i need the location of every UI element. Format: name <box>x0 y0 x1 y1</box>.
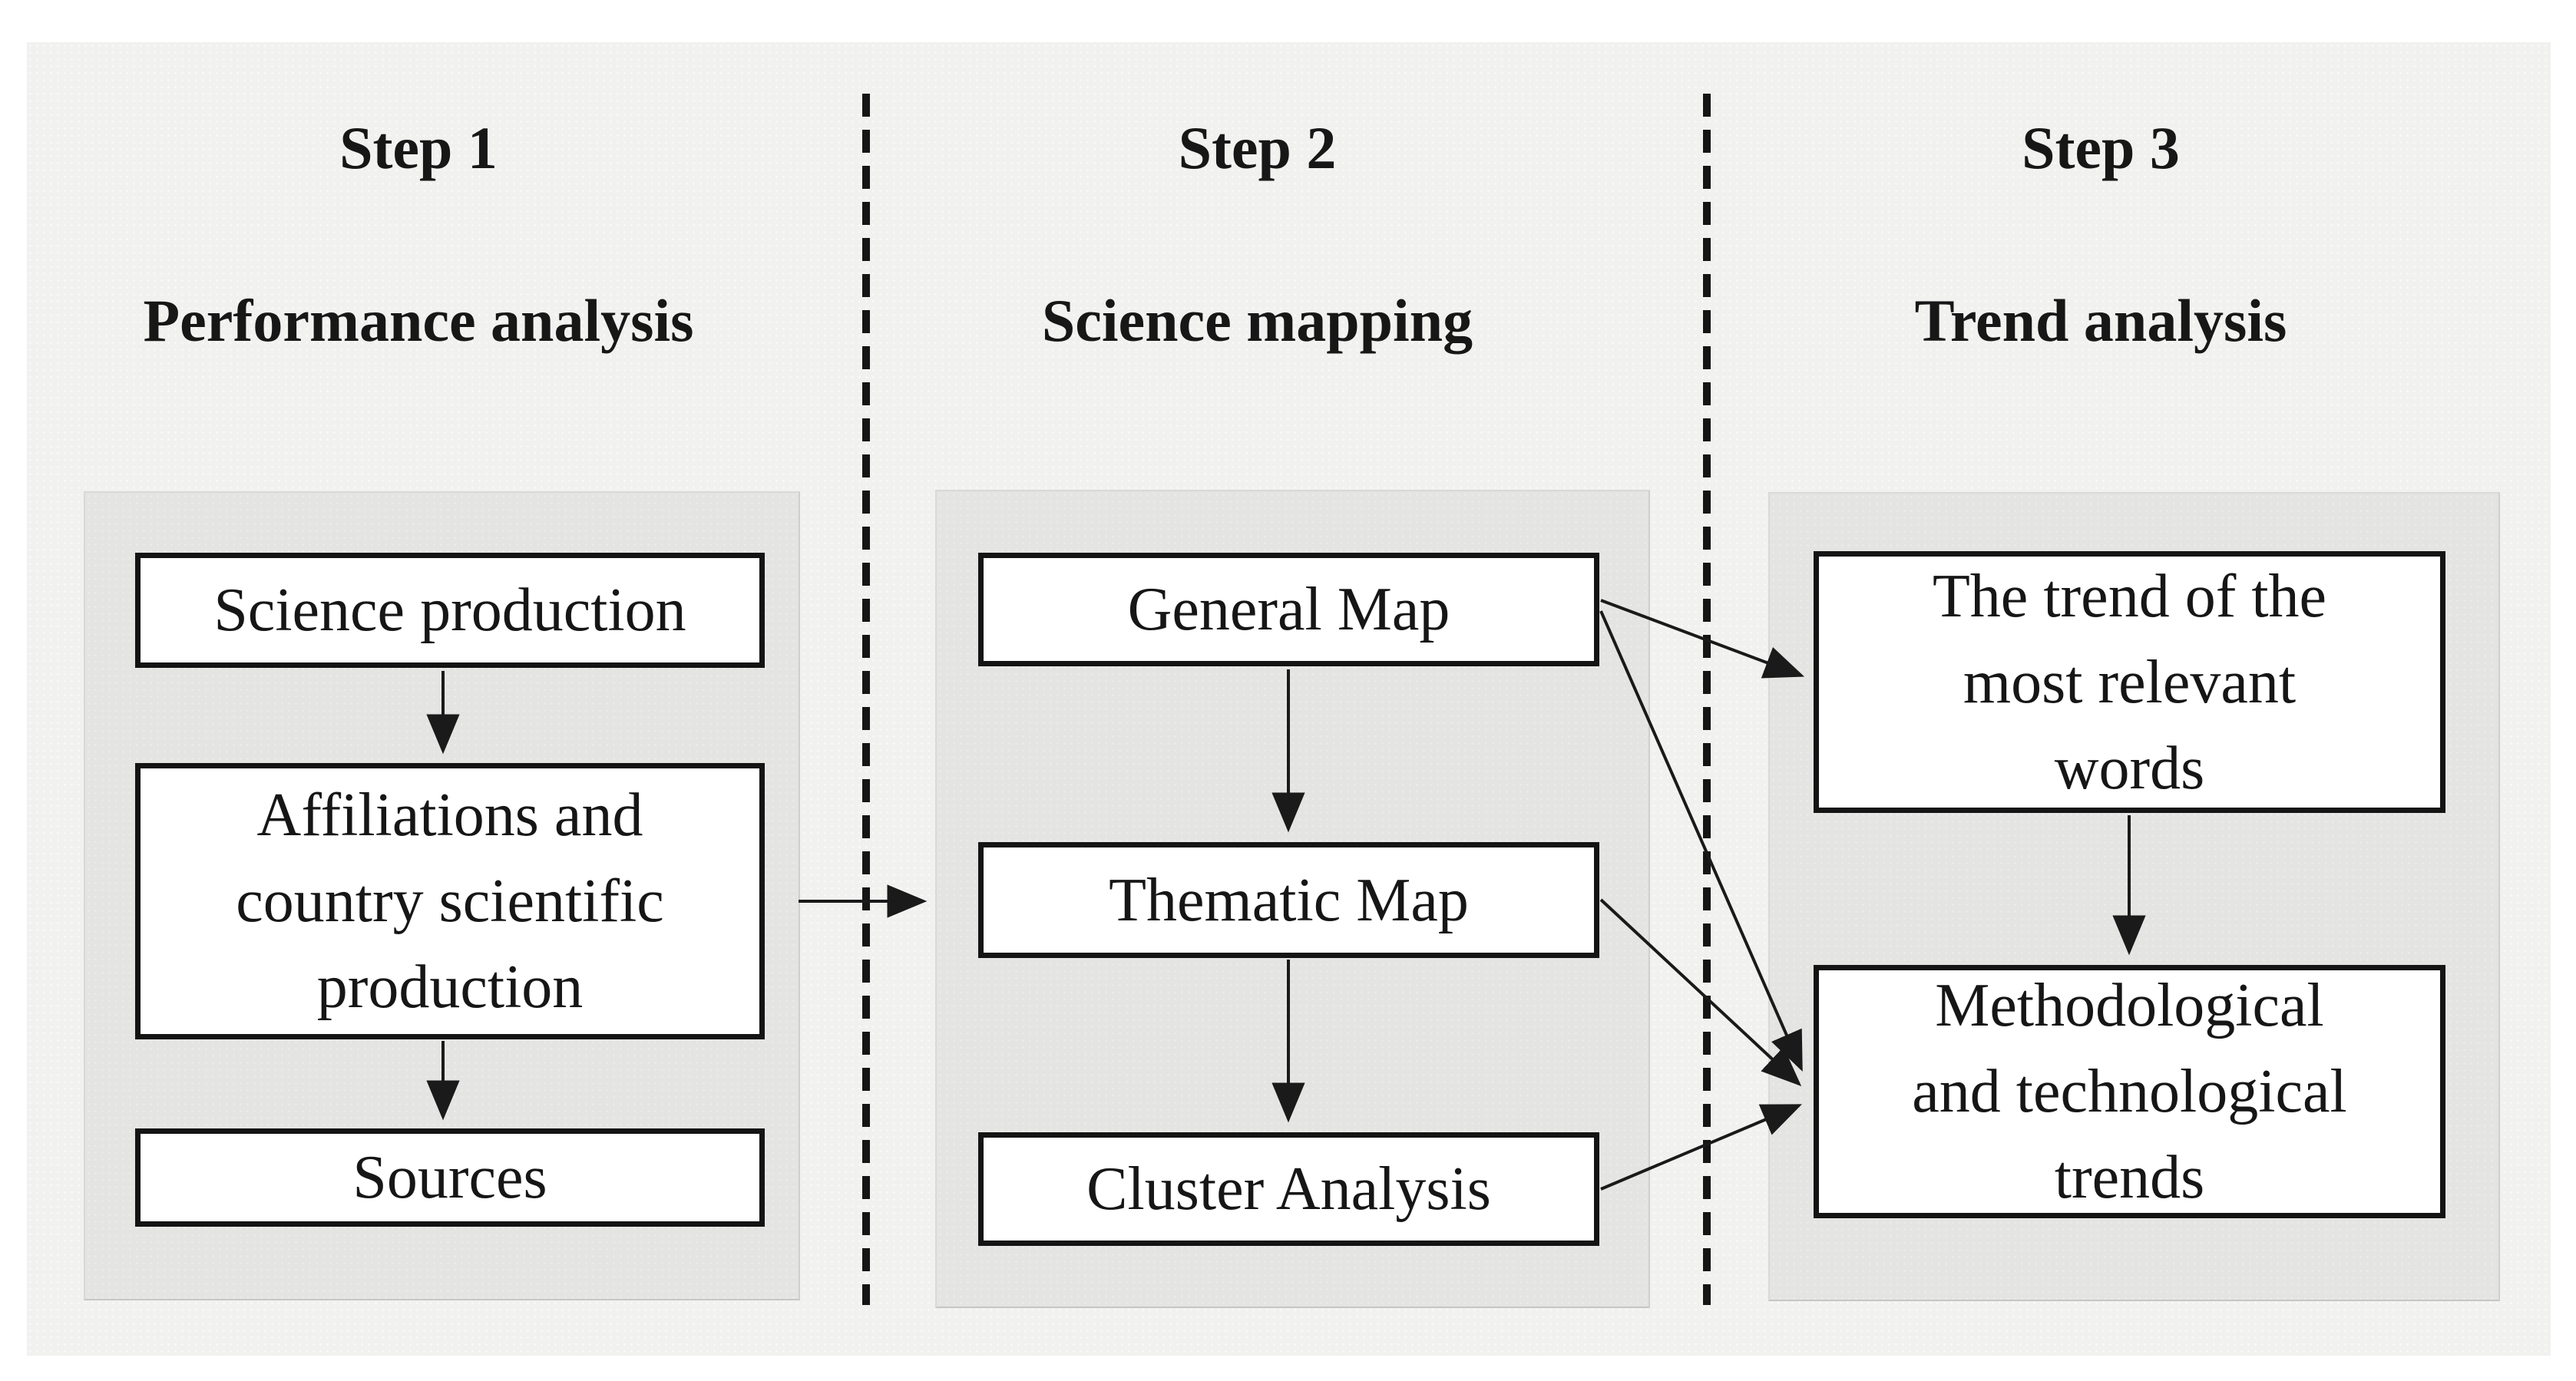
node-methodological-technological-trends: Methodological and technological trends <box>1814 965 2445 1218</box>
node-trend-of-most-relevant-words: The trend of the most relevant words <box>1814 551 2445 813</box>
column-title-science-mapping: Science mapping <box>1041 287 1473 354</box>
column-separator-dashed-line-2 <box>1703 94 1711 1305</box>
node-general-map: General Map <box>978 553 1599 666</box>
node-science-production: Science production <box>135 553 765 668</box>
node-thematic-map: Thematic Map <box>978 842 1599 958</box>
column-title-trend-analysis: Trend analysis <box>1914 287 2287 354</box>
step-3-label: Step 3 <box>2022 114 2180 181</box>
column-separator-dashed-line-1 <box>862 94 870 1305</box>
step-2-label: Step 2 <box>1178 114 1337 181</box>
node-cluster-analysis: Cluster Analysis <box>978 1132 1599 1246</box>
step-1-label: Step 1 <box>339 114 498 181</box>
node-sources: Sources <box>135 1128 765 1227</box>
node-affiliations-country-production: Affiliations and country scientific prod… <box>135 763 765 1039</box>
column-title-performance-analysis: Performance analysis <box>143 287 694 354</box>
